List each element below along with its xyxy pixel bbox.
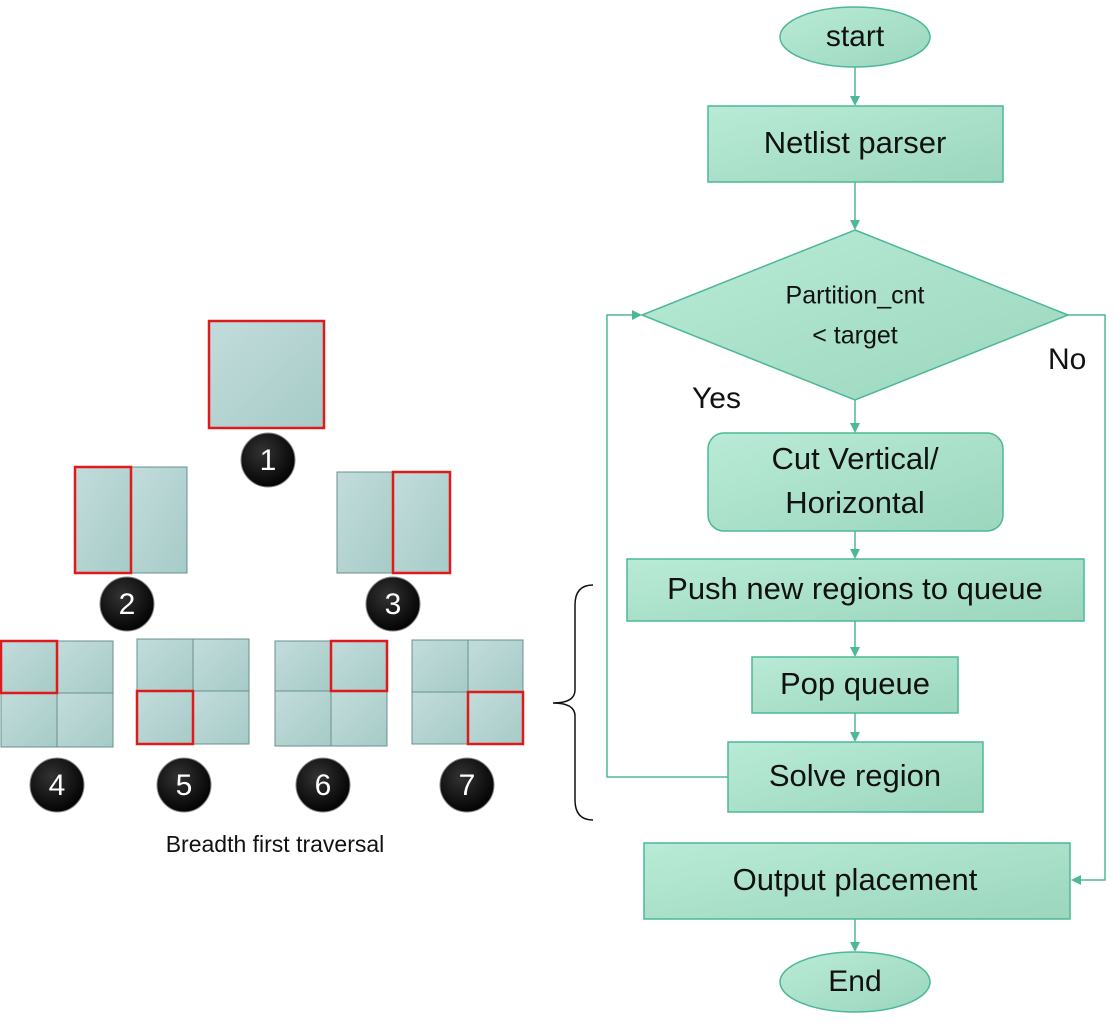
region-quad-4 (0, 639, 114, 748)
end-shape (779, 951, 931, 1013)
quad-cell (467, 691, 524, 745)
solve-node: Solve region (727, 741, 984, 813)
badge-label: 6 (315, 769, 332, 802)
push-shape (626, 558, 1085, 622)
region-quad-6 (274, 639, 389, 747)
badge-label: 7 (459, 769, 476, 802)
badge-circle (99, 576, 155, 632)
region-level-2-left (73, 465, 188, 575)
output-shape (643, 842, 1071, 920)
decision-label-line2: < target (812, 322, 898, 350)
quad-cell (330, 690, 388, 747)
solve-label: Solve region (769, 758, 941, 793)
quad-cell (56, 640, 114, 694)
quad-highlight (329, 639, 389, 693)
badge-circle (156, 757, 212, 813)
quad-cell (274, 690, 332, 747)
cut-shape (707, 432, 1004, 532)
start-label: start (826, 20, 885, 53)
cut-label-line1: Cut Vertical/ (771, 441, 939, 476)
badge-label: 2 (119, 588, 136, 621)
quad-cell (411, 691, 469, 745)
quad-highlight (135, 689, 195, 746)
region-half-left (336, 471, 394, 574)
badge-label: 1 (260, 444, 277, 477)
region-half-right (130, 466, 188, 574)
push-label: Push new regions to queue (667, 571, 1043, 606)
solve-shape (727, 741, 984, 813)
end-node: End (779, 951, 931, 1013)
quad-cell (0, 692, 58, 748)
no-branch-arrow (1068, 314, 1106, 885)
pop-shape (751, 656, 959, 714)
push-node: Push new regions to queue (626, 558, 1085, 622)
yes-label: Yes (692, 382, 741, 415)
netlist-parser-shape (707, 105, 1004, 183)
badge-7: 7 (439, 757, 495, 813)
quad-cell (192, 638, 250, 692)
end-label: End (828, 965, 881, 998)
quad-cell (56, 692, 114, 748)
region-quad-5 (135, 638, 250, 746)
badge-circle (29, 757, 85, 813)
output-label: Output placement (733, 862, 978, 897)
quad-highlight (0, 639, 59, 695)
badge-circle (365, 576, 421, 632)
connectors (606, 67, 1106, 952)
quad-cell (411, 639, 469, 693)
region-level-1 (207, 319, 326, 430)
curly-brace (552, 584, 594, 821)
region-full (207, 319, 326, 430)
quad-cell (0, 640, 58, 694)
badge-circle (295, 757, 351, 813)
badge-label: 5 (176, 769, 193, 802)
badge-label: 4 (49, 769, 66, 802)
quad-cell (467, 639, 524, 693)
start-shape (779, 6, 931, 68)
quad-cell (136, 638, 194, 692)
badge-circle (240, 432, 296, 488)
region-half-left-highlight (73, 465, 133, 575)
traversal-caption: Breadth first traversal (166, 831, 385, 857)
badge-4: 4 (29, 757, 85, 813)
quad-cell (274, 640, 332, 692)
cut-label-line2: Horizontal (785, 485, 925, 520)
no-label: No (1048, 343, 1086, 376)
netlist-parser-node: Netlist parser (707, 105, 1004, 183)
pop-label: Pop queue (780, 666, 930, 701)
decision-label-line1: Partition_cnt (786, 282, 925, 310)
badge-6: 6 (295, 757, 351, 813)
badge-3: 3 (365, 576, 421, 632)
badge-2: 2 (99, 576, 155, 632)
quad-cell (136, 690, 194, 745)
decision-shape (639, 229, 1071, 401)
region-half-right-highlight (391, 470, 452, 575)
quad-cell (330, 640, 388, 692)
loop-back-arrow (606, 310, 728, 778)
quad-cell (192, 690, 250, 745)
region-quad-7 (411, 639, 525, 746)
badge-label: 3 (385, 588, 402, 621)
cut-node: Cut Vertical/ Horizontal (707, 432, 1004, 532)
decision-node: Partition_cnt < target (639, 229, 1071, 401)
output-node: Output placement (643, 842, 1071, 920)
start-node: start (779, 6, 931, 68)
quad-highlight (466, 690, 525, 746)
badge-1: 1 (240, 432, 296, 488)
traversal-tree: 1 2 3 4 (0, 319, 594, 857)
badge-5: 5 (156, 757, 212, 813)
flowchart: start Netlist parser Partition_cnt < tar… (606, 6, 1106, 1013)
netlist-parser-label: Netlist parser (764, 125, 947, 160)
pop-node: Pop queue (751, 656, 959, 714)
badge-circle (439, 757, 495, 813)
region-level-2-right (336, 470, 452, 575)
